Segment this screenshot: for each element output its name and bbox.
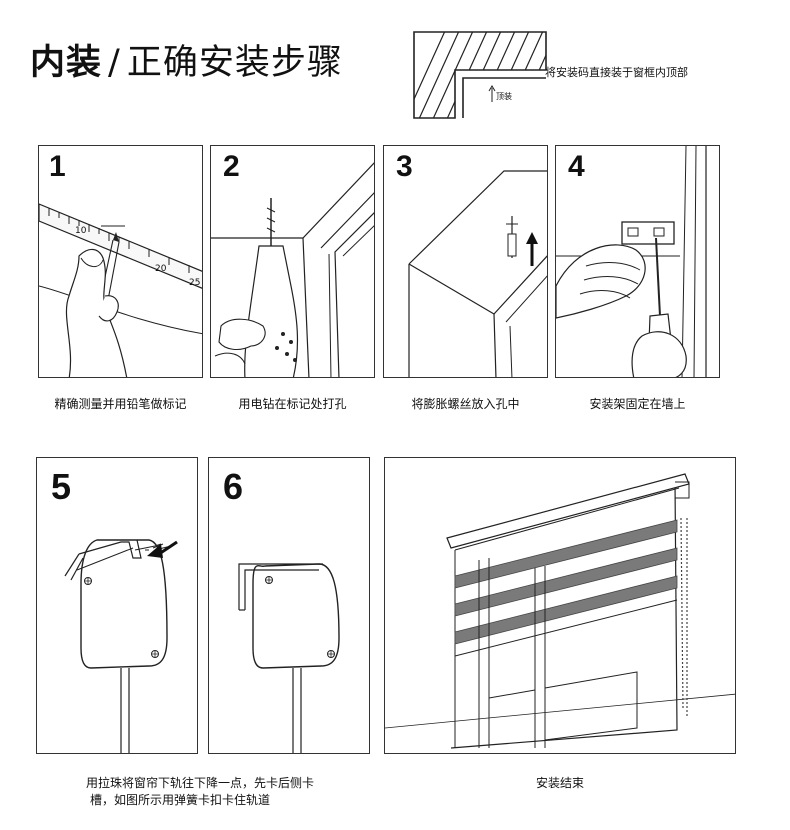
step-5-panel: 5 [36, 457, 198, 754]
finished-panel [384, 457, 736, 754]
step-2-caption: 用电钻在标记处打孔 [238, 397, 347, 411]
step-5-caption-line2: 槽，如图所示用弹簧卡扣卡住轨道 [89, 793, 270, 807]
ruler-tick-label: 20 [155, 264, 167, 274]
top-mount-label: 顶装 [496, 92, 512, 101]
title-bold: 内装 [30, 43, 103, 83]
step-3-panel: 3 [383, 145, 548, 378]
step-2-panel: 2 [210, 145, 375, 378]
step-1-panel: 1 10 20 25 [38, 145, 203, 378]
finished-caption: 安装结束 [535, 776, 584, 790]
step-4-caption: 安装架固定在墙上 [589, 397, 686, 411]
step-5-caption-line1: 用拉珠将窗帘下轨往下降一点，先卡后侧卡 [85, 776, 314, 790]
top-mount-diagram [413, 31, 547, 119]
step-4-number: 4 [568, 150, 585, 183]
title-rest: 正确安装步骤 [126, 43, 343, 83]
step-5-number: 5 [51, 466, 72, 507]
step-3-number: 3 [396, 150, 413, 183]
step-4-panel: 4 [555, 145, 720, 378]
step-6-panel: 6 [208, 457, 370, 754]
step-1-caption: 精确测量并用铅笔做标记 [54, 397, 187, 411]
ruler-tick-label: 10 [75, 226, 87, 236]
step-2-number: 2 [223, 150, 240, 183]
ruler-tick-label: 25 [189, 278, 201, 288]
step-3-caption: 将膨胀螺丝放入孔中 [411, 397, 520, 411]
step-6-number: 6 [223, 466, 244, 507]
step-1-number: 1 [49, 150, 66, 183]
top-mount-note: 将安装码直接装于窗框内顶部 [545, 66, 688, 79]
title-separator: / [108, 43, 121, 83]
page-title: 内装/正确安装步骤 [30, 34, 343, 85]
